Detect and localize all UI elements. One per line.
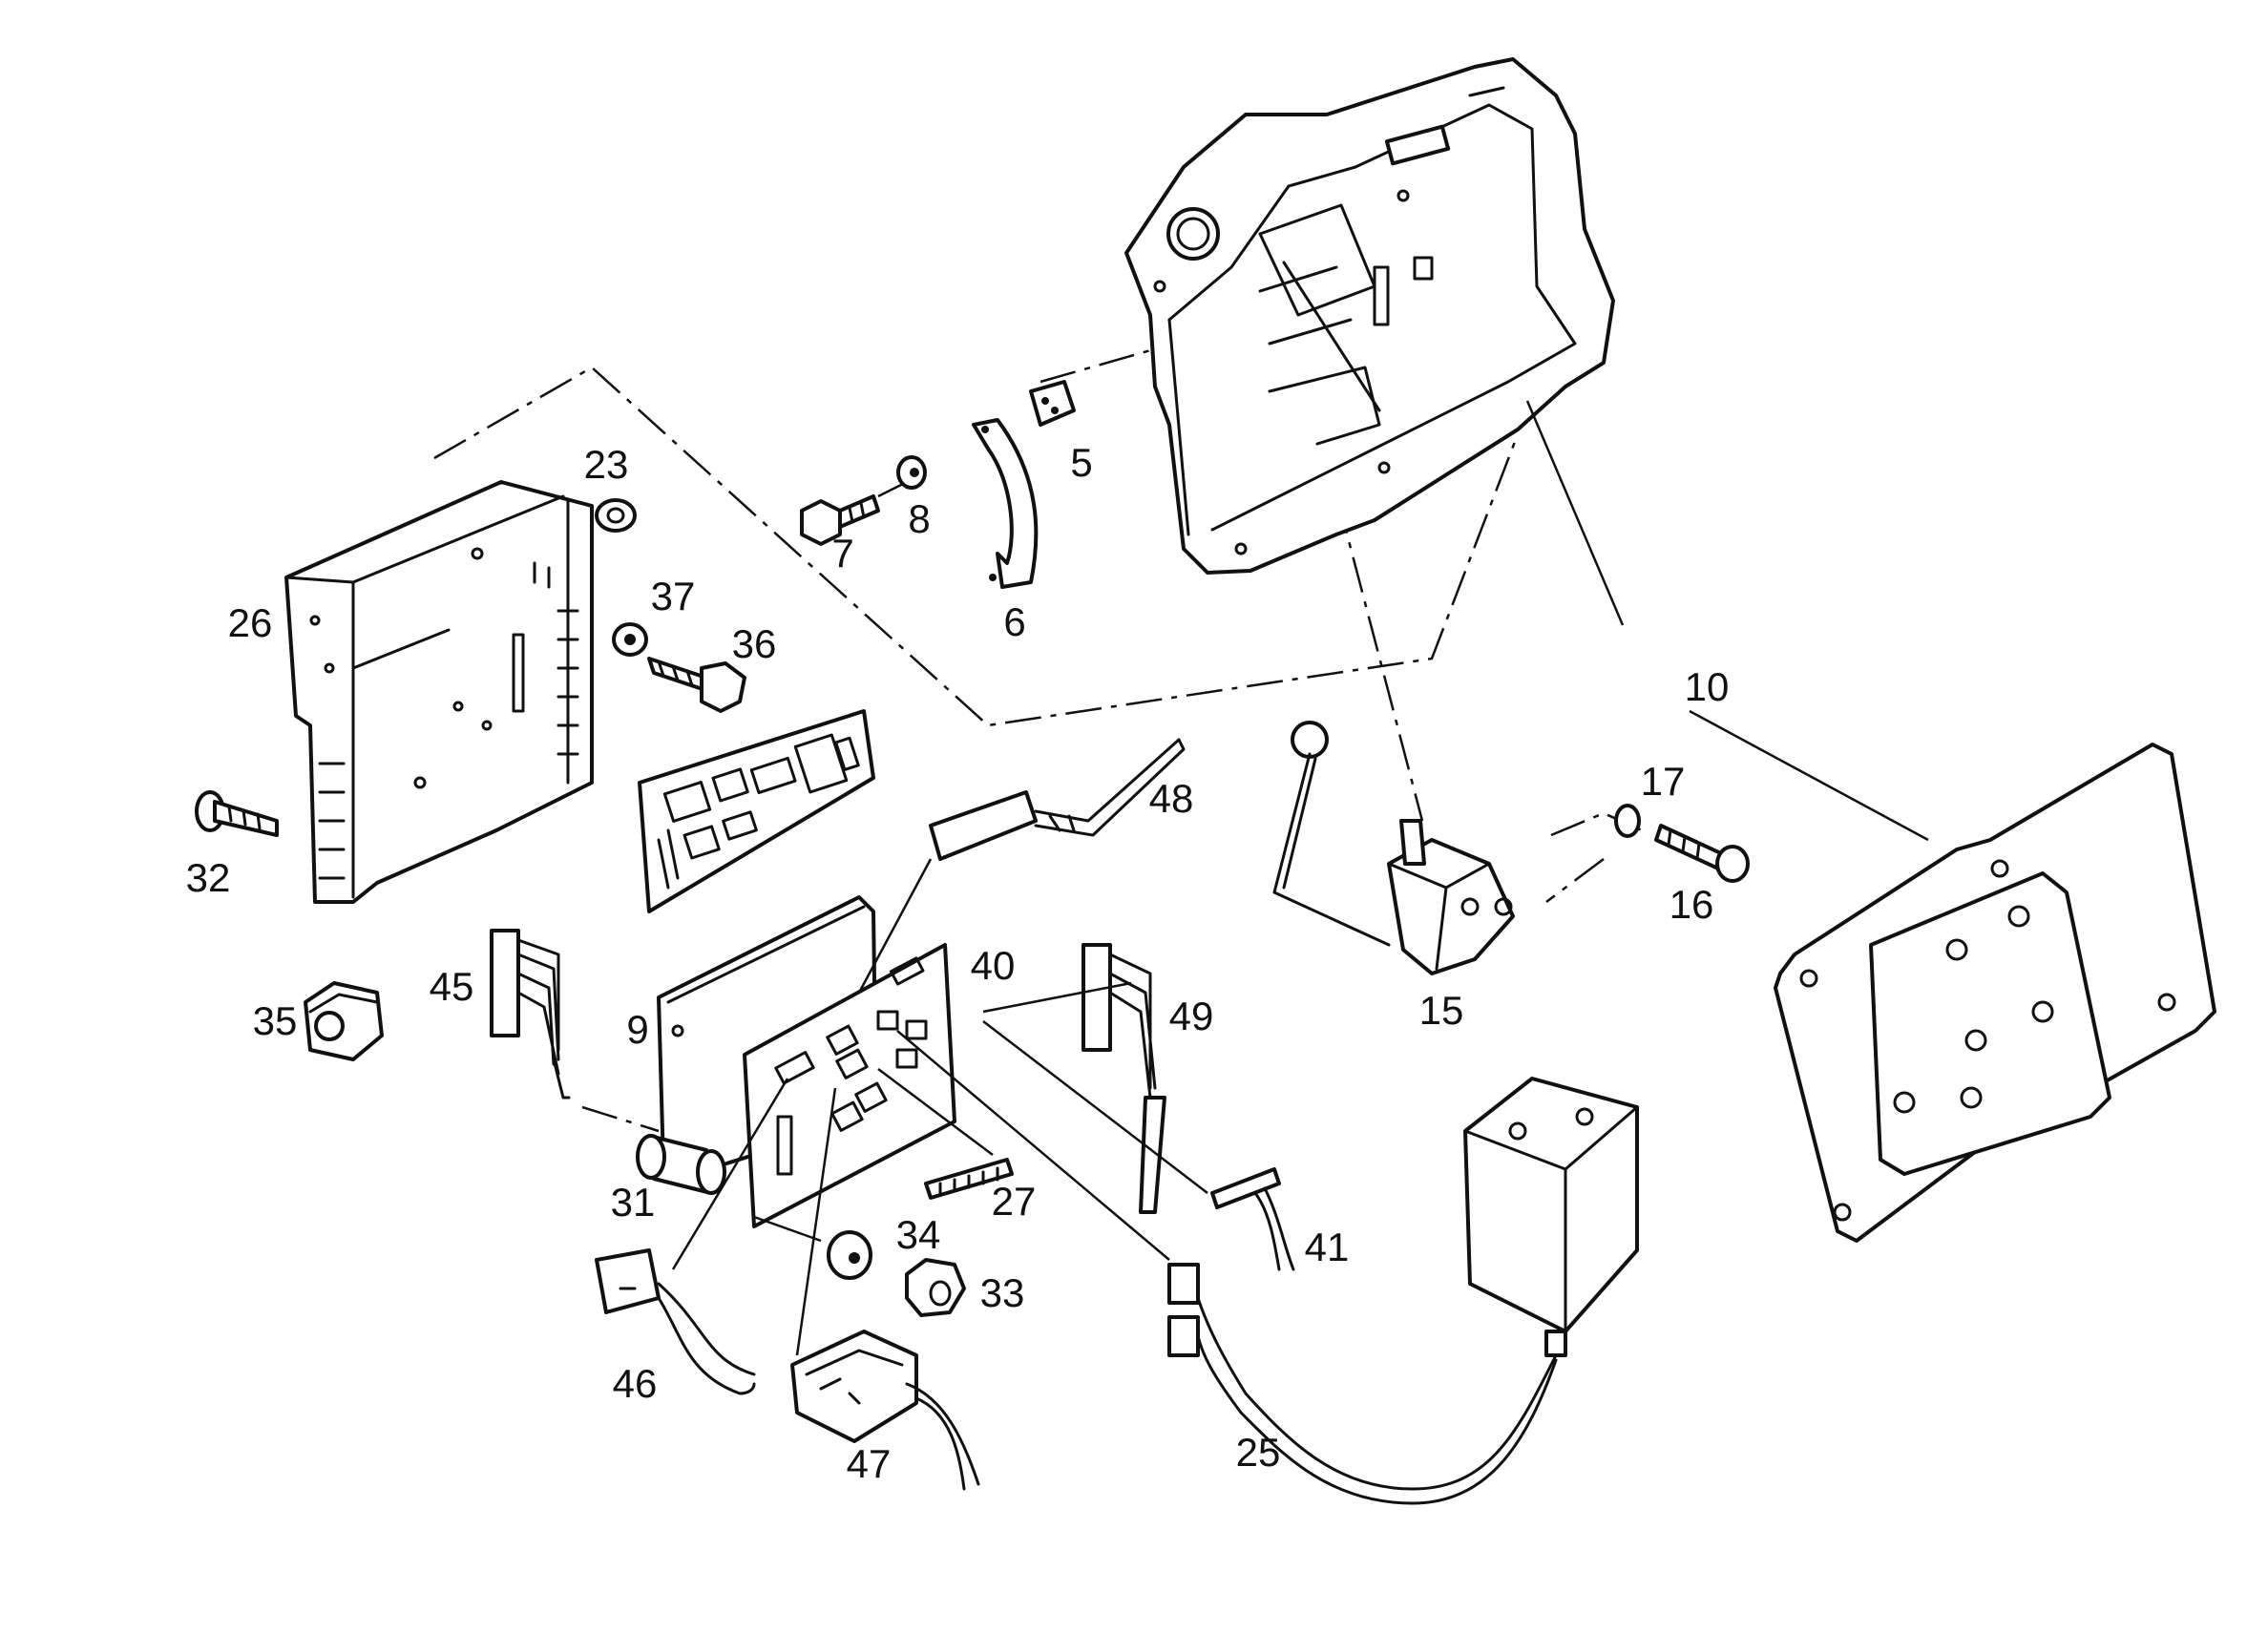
callout-7: 7 bbox=[831, 531, 853, 576]
callout-26: 26 bbox=[228, 600, 273, 645]
callout-41: 41 bbox=[1305, 1225, 1350, 1269]
connector-part-27 bbox=[924, 1158, 1014, 1200]
harness-part-45 bbox=[490, 929, 571, 1100]
bolt-part-36 bbox=[647, 657, 746, 713]
callout-17: 17 bbox=[1641, 759, 1686, 804]
plate-part-5 bbox=[1029, 380, 1076, 427]
callout-27: 27 bbox=[992, 1179, 1037, 1224]
connector-part-41 bbox=[1210, 1167, 1295, 1271]
callout-33: 33 bbox=[980, 1270, 1025, 1315]
nut-part-23 bbox=[595, 498, 637, 533]
circuit-board-upper bbox=[638, 709, 875, 913]
callout-10: 10 bbox=[1685, 664, 1730, 709]
leader-lines bbox=[671, 400, 1929, 1356]
nut-part-33 bbox=[905, 1258, 966, 1317]
callout-16: 16 bbox=[1670, 882, 1714, 927]
callout-49: 49 bbox=[1169, 994, 1214, 1038]
strap-part-6 bbox=[972, 418, 1039, 589]
callout-46: 46 bbox=[613, 1361, 658, 1406]
plug-part-47 bbox=[790, 1330, 980, 1491]
callout-5: 5 bbox=[1070, 440, 1092, 485]
cover-plate-part-10 bbox=[1774, 743, 2216, 1243]
housing-part-10 bbox=[1124, 57, 1615, 575]
washer-part-37 bbox=[612, 622, 648, 657]
callout-47: 47 bbox=[847, 1441, 892, 1486]
washer-part-8 bbox=[896, 455, 927, 490]
grommet-part-35 bbox=[304, 981, 384, 1061]
washer-part-17 bbox=[1614, 804, 1641, 838]
callout-9: 9 bbox=[626, 1007, 648, 1052]
washer-part-34 bbox=[827, 1230, 872, 1280]
callout-15: 15 bbox=[1419, 988, 1464, 1033]
callout-8: 8 bbox=[908, 496, 930, 541]
callout-32: 32 bbox=[186, 855, 231, 900]
spacer-part-31 bbox=[636, 1134, 726, 1195]
harness-part-49 bbox=[1082, 943, 1166, 1214]
callout-48: 48 bbox=[1149, 776, 1194, 821]
bracket-part-26 bbox=[284, 480, 594, 904]
screw-part-32 bbox=[195, 790, 279, 837]
ribbon-part-48 bbox=[929, 738, 1186, 861]
callout-45: 45 bbox=[430, 964, 474, 1009]
bolt-part-7 bbox=[800, 494, 880, 546]
callout-36: 36 bbox=[732, 621, 777, 666]
callout-35: 35 bbox=[253, 998, 298, 1043]
callout-6: 6 bbox=[1003, 599, 1025, 644]
callout-23: 23 bbox=[584, 442, 629, 487]
board-part-40 bbox=[743, 943, 956, 1228]
bolt-part-16 bbox=[1654, 824, 1750, 883]
callout-40: 40 bbox=[971, 943, 1016, 988]
callout-34: 34 bbox=[896, 1212, 941, 1257]
callout-31: 31 bbox=[611, 1180, 656, 1225]
harness-part-46 bbox=[595, 1248, 756, 1395]
callout-37: 37 bbox=[651, 574, 696, 618]
switch-part-15 bbox=[1272, 721, 1515, 975]
capacitor-part-25 bbox=[1167, 1077, 1639, 1505]
callout-25: 25 bbox=[1236, 1430, 1281, 1475]
callouts: 5 6 7 8 9 10 15 16 17 23 25 26 27 31 32 … bbox=[186, 440, 1730, 1486]
